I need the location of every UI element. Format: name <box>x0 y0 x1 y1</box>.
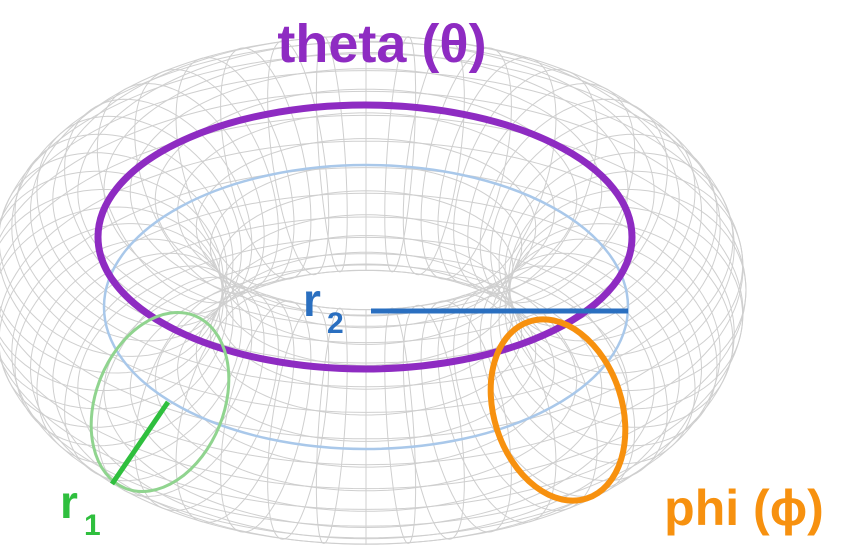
mesh-meridian-line <box>504 152 734 357</box>
phi-label: phi (ϕ) <box>664 480 824 536</box>
r2-label: r <box>303 274 321 326</box>
mesh-parallel-line <box>177 269 555 468</box>
mesh-parallel-line <box>218 235 514 390</box>
mesh-parallel-line <box>0 90 747 490</box>
mesh-parallel-line <box>29 35 702 388</box>
r1-radius-line <box>109 400 171 486</box>
mesh-parallel-line <box>0 140 735 527</box>
torus-wireframe-mesh <box>0 35 747 545</box>
mesh-parallel-line <box>11 41 721 413</box>
mesh-parallel-line <box>77 40 655 344</box>
mesh-parallel-line <box>129 264 603 512</box>
theta-circle <box>94 101 636 373</box>
mesh-parallel-line <box>195 263 537 442</box>
r1-label: r <box>60 476 78 528</box>
phi-circle <box>487 316 629 504</box>
mesh-parallel-line <box>29 192 702 545</box>
r1-subscript: 1 <box>84 509 101 542</box>
mesh-parallel-line <box>129 68 603 316</box>
mesh-parallel-line <box>11 167 721 539</box>
mesh-parallel-line <box>177 112 555 311</box>
mesh-parallel-line <box>154 270 578 492</box>
mesh-parallel-line <box>52 216 680 545</box>
mesh-parallel-line <box>154 88 578 310</box>
r2-centerline-circle <box>102 163 630 451</box>
r1-tube-circle <box>89 311 231 493</box>
mesh-parallel-line <box>0 53 735 440</box>
mesh-parallel-line <box>209 164 523 329</box>
r2-subscript: 2 <box>327 307 344 340</box>
mesh-parallel-line <box>218 190 514 345</box>
mesh-parallel-line <box>221 214 511 366</box>
mesh-meridian-line <box>0 152 228 357</box>
mesh-parallel-line <box>77 236 655 540</box>
mesh-parallel-line <box>103 253 629 529</box>
theta-label: theta (θ) <box>277 14 486 74</box>
mesh-parallel-line <box>0 70 744 466</box>
mesh-parallel-line <box>209 251 523 416</box>
mesh-meridian-line <box>508 206 744 410</box>
mesh-meridian-line <box>0 206 224 410</box>
mesh-parallel-line <box>103 51 629 327</box>
mesh-parallel-line <box>195 138 537 317</box>
mesh-meridian-line <box>0 223 228 428</box>
